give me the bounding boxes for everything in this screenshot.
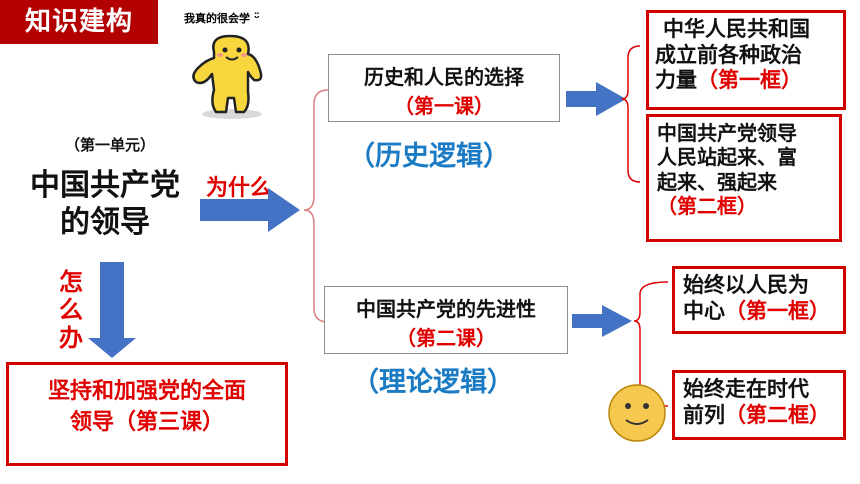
mascot-icon — [192, 34, 263, 119]
unit-label: （第一单元） — [64, 136, 155, 154]
lesson1-frame2-box: 中国共产党领导 人民站起来、富 起来、强起来 （第二框） — [646, 114, 842, 242]
why-arrow — [200, 188, 300, 232]
lesson1-frame1-box: 中华人民共和国 成立前各种政治 力量（第一框） — [646, 10, 846, 110]
lesson1-arrow — [566, 82, 626, 116]
lesson2-box: 中国共产党的先进性 （第二课） — [324, 286, 568, 354]
lesson2-frame2-box: 始终走在时代 前列（第二框） — [672, 370, 846, 440]
why-label: 为什么 — [206, 176, 273, 201]
main-brace — [303, 89, 329, 323]
right-brace-top — [621, 45, 641, 183]
lesson2-arrow — [572, 305, 632, 337]
sticker-caption: 我真的很会学 ᵕ̈ — [184, 11, 260, 25]
history-logic-label: （历史逻辑） — [348, 141, 510, 172]
conclusion-box: 坚持和加强党的全面 领导（第三课） — [6, 362, 288, 466]
mascot-sticker — [192, 34, 263, 119]
central-topic: 中国共产党 的领导 — [30, 168, 180, 240]
smiley-face-icon — [608, 384, 666, 442]
how-arrow — [88, 262, 136, 358]
lesson1-box: 历史和人民的选择 （第一课） — [328, 54, 560, 122]
how-label: 怎 么 办 — [59, 268, 83, 352]
theory-logic-label: （理论逻辑） — [352, 367, 514, 398]
smile-icon: ᵕ̈ — [253, 11, 260, 25]
page-title: 知识建构 — [0, 0, 158, 44]
lesson2-frame1-box: 始终以人民为 中心（第一框） — [672, 266, 846, 334]
